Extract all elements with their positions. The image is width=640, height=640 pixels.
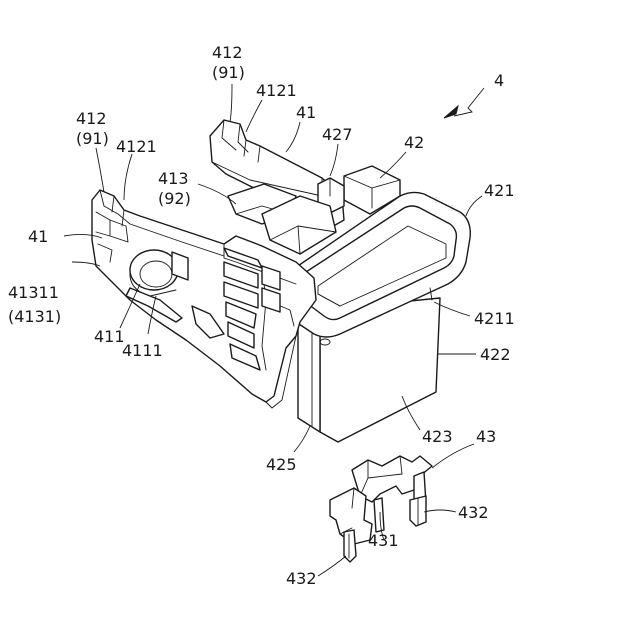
label-412-left: 412 — [76, 109, 107, 128]
label-421: 421 — [484, 181, 515, 200]
label-42: 42 — [404, 133, 424, 152]
label-425: 425 — [266, 455, 297, 474]
label-4131: (4131) — [8, 307, 61, 326]
label-432-right: 432 — [458, 503, 489, 522]
label-41311: 41311 — [8, 283, 59, 302]
label-423: 423 — [422, 427, 453, 446]
label-91-left: (91) — [76, 129, 109, 148]
label-41-top: 41 — [296, 103, 316, 122]
label-4121-left: 4121 — [116, 137, 157, 156]
label-4121-top: 4121 — [256, 81, 297, 100]
label-92: (92) — [158, 189, 191, 208]
label-411: 411 — [94, 327, 125, 346]
label-41-left: 41 — [28, 227, 48, 246]
arrow-4 — [444, 88, 484, 118]
label-91-top: (91) — [212, 63, 245, 82]
label-4: 4 — [494, 71, 504, 90]
label-427: 427 — [322, 125, 353, 144]
label-412-top: 412 — [212, 43, 243, 62]
label-422: 422 — [480, 345, 511, 364]
label-43: 43 — [476, 427, 496, 446]
label-432-left: 432 — [286, 569, 317, 588]
label-4211: 4211 — [474, 309, 515, 328]
label-431: 431 — [368, 531, 399, 550]
label-413: 413 — [158, 169, 189, 188]
label-4111: 4111 — [122, 341, 163, 360]
